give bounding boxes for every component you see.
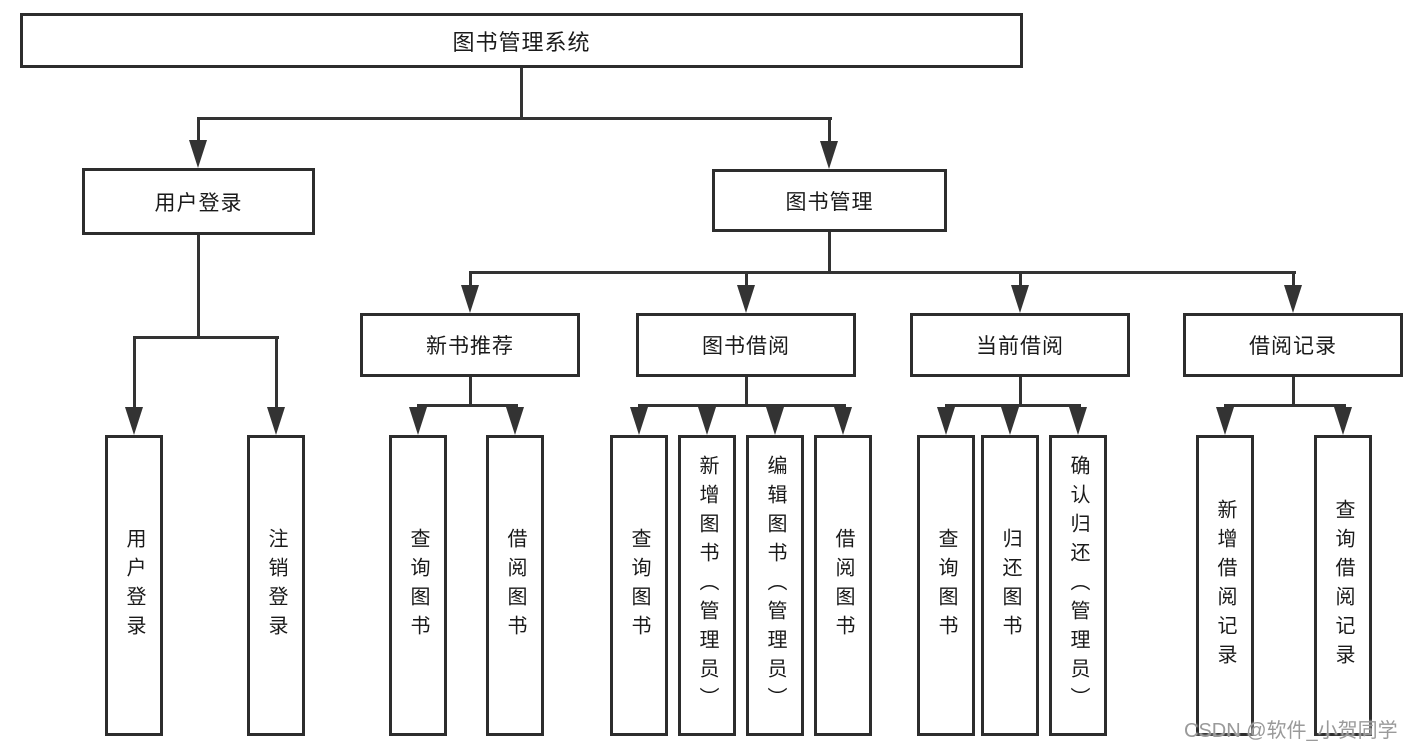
connector-line	[469, 377, 472, 406]
leaf-label: 新增借阅记录	[1214, 498, 1236, 673]
connector-line	[828, 232, 831, 274]
leaf-query-books-current: 查询图书	[917, 435, 975, 736]
arrowhead-icon	[737, 285, 755, 313]
connector-line	[828, 117, 831, 143]
connector-line	[417, 404, 518, 407]
node-new-book-recommend: 新书推荐	[360, 313, 580, 377]
leaf-label: 查询图书	[628, 527, 650, 644]
connector-line	[469, 271, 472, 288]
node-label: 借阅记录	[1249, 335, 1337, 358]
arrowhead-icon	[834, 407, 852, 435]
leaf-query-books-borrow: 查询图书	[610, 435, 668, 736]
connector-line	[1292, 377, 1295, 406]
connector-line	[520, 68, 523, 119]
arrowhead-icon	[698, 407, 716, 435]
connector-line	[133, 336, 279, 339]
watermark: CSDN @软件_小贺同学	[1184, 720, 1398, 742]
node-label: 图书借阅	[702, 335, 790, 358]
node-borrowing-records: 借阅记录	[1183, 313, 1403, 377]
node-label: 用户登录	[154, 191, 243, 215]
leaf-label: 确认归还（管理员）	[1067, 455, 1089, 716]
leaf-add-book-admin: 新增图书（管理员）	[678, 435, 736, 736]
leaf-label: 查询图书	[407, 527, 429, 644]
node-label: 新书推荐	[426, 335, 514, 358]
arrowhead-icon	[820, 141, 838, 169]
leaf-label: 注销登录	[265, 527, 287, 644]
arrowhead-icon	[409, 407, 427, 435]
connector-line	[197, 235, 200, 339]
connector-line	[197, 117, 832, 120]
node-book-borrowing: 图书借阅	[636, 313, 856, 377]
arrowhead-icon	[1001, 407, 1019, 435]
connector-line	[133, 336, 136, 410]
arrowhead-icon	[1216, 407, 1234, 435]
node-current-borrowing: 当前借阅	[910, 313, 1130, 377]
leaf-borrow-books: 借阅图书	[814, 435, 872, 736]
node-label: 当前借阅	[976, 335, 1064, 358]
connector-line	[1019, 271, 1022, 288]
leaf-label: 归还图书	[999, 527, 1021, 644]
leaf-edit-book-admin: 编辑图书（管理员）	[746, 435, 804, 736]
node-user-login: 用户登录	[82, 168, 315, 235]
connector-line	[638, 404, 846, 407]
node-label: 图书管理	[785, 190, 874, 214]
connector-line	[197, 117, 200, 143]
arrowhead-icon	[766, 407, 784, 435]
connector-line	[745, 377, 748, 406]
leaf-query-borrow-record: 查询借阅记录	[1314, 435, 1372, 736]
arrowhead-icon	[1284, 285, 1302, 313]
leaf-borrow-books-recommend: 借阅图书	[486, 435, 544, 736]
leaf-query-books-recommend: 查询图书	[389, 435, 447, 736]
leaf-label: 查询图书	[935, 527, 957, 644]
arrowhead-icon	[937, 407, 955, 435]
leaf-confirm-return-admin: 确认归还（管理员）	[1049, 435, 1107, 736]
leaf-user-login: 用户登录	[105, 435, 163, 736]
arrowhead-icon	[267, 407, 285, 435]
arrowhead-icon	[125, 407, 143, 435]
leaf-label: 借阅图书	[504, 527, 526, 644]
arrowhead-icon	[1011, 285, 1029, 313]
leaf-label: 借阅图书	[832, 527, 854, 644]
arrowhead-icon	[506, 407, 524, 435]
arrowhead-icon	[461, 285, 479, 313]
leaf-label: 编辑图书（管理员）	[764, 455, 786, 716]
leaf-label: 用户登录	[123, 527, 145, 644]
node-library-system: 图书管理系统	[20, 13, 1023, 68]
leaf-return-book: 归还图书	[981, 435, 1039, 736]
node-label: 图书管理系统	[452, 29, 591, 55]
node-book-management: 图书管理	[712, 169, 947, 232]
connector-line	[745, 271, 748, 288]
connector-line	[1292, 271, 1295, 288]
connector-line	[1019, 377, 1022, 406]
leaf-label: 新增图书（管理员）	[696, 455, 718, 716]
arrowhead-icon	[1069, 407, 1087, 435]
arrowhead-icon	[1334, 407, 1352, 435]
connector-line	[275, 336, 278, 410]
connector-line	[945, 404, 1081, 407]
connector-line	[1224, 404, 1346, 407]
leaf-label: 查询借阅记录	[1332, 498, 1354, 673]
leaf-logout: 注销登录	[247, 435, 305, 736]
connector-line	[469, 271, 1296, 274]
arrowhead-icon	[630, 407, 648, 435]
leaf-add-borrow-record: 新增借阅记录	[1196, 435, 1254, 736]
arrowhead-icon	[189, 140, 207, 168]
